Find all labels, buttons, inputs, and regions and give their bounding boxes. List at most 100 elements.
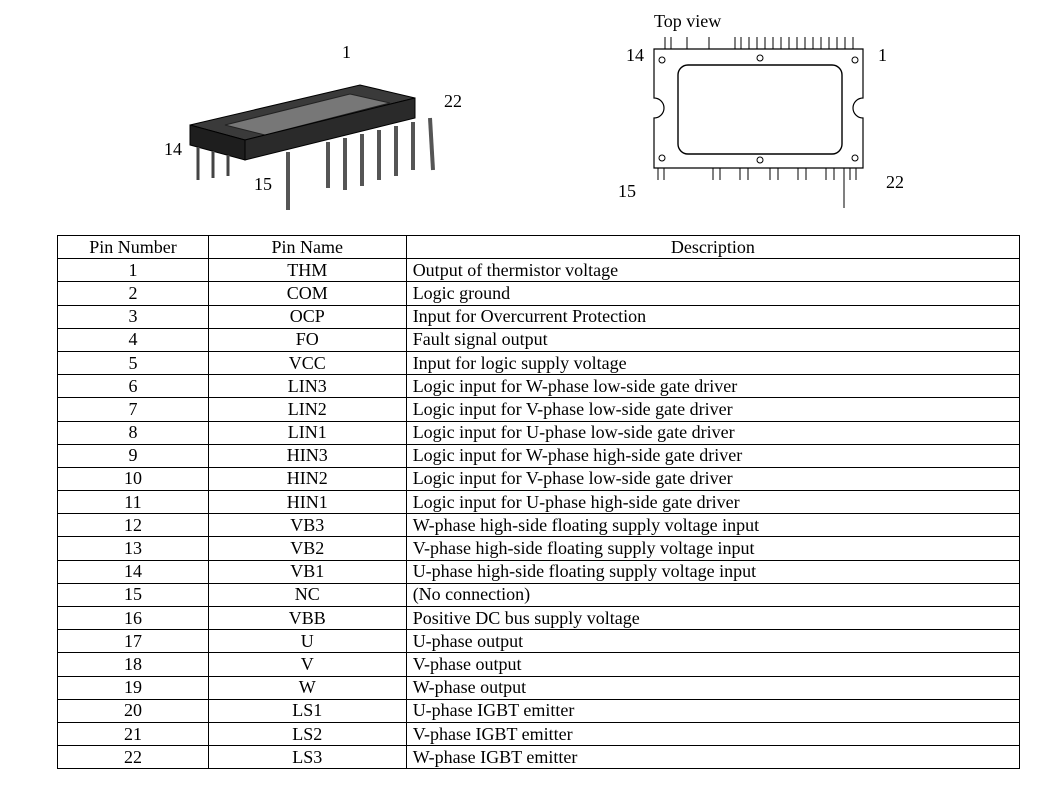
- pin-name-cell: HIN3: [207, 443, 407, 468]
- label-pin14: 14: [164, 139, 182, 159]
- pin-number-cell: 6: [57, 374, 209, 399]
- pin-name-cell: VCC: [207, 350, 407, 376]
- pin-name-cell: HIN1: [207, 490, 407, 515]
- pin-name-cell: COM: [207, 281, 407, 306]
- pin-name-cell: THM: [207, 258, 407, 283]
- description-cell: V-phase IGBT emitter: [405, 721, 1021, 747]
- pin-number-cell: 4: [57, 327, 209, 352]
- pin-number-cell: 15: [57, 582, 209, 608]
- description-cell: Logic input for W-phase low-side gate dr…: [405, 374, 1021, 399]
- description-cell: W-phase high-side floating supply voltag…: [405, 513, 1021, 538]
- pin-name-cell: VB3: [207, 513, 407, 538]
- pin-name-cell: V: [207, 652, 407, 677]
- top-label-pin1: 1: [878, 45, 887, 65]
- pins-left: [196, 147, 230, 180]
- pin-number-cell: 14: [57, 559, 209, 584]
- description-cell: (No connection): [405, 582, 1021, 608]
- top-view-pins-top: [664, 37, 854, 49]
- pin-number-cell: 10: [57, 466, 209, 492]
- pin-number-cell: 19: [57, 675, 209, 700]
- package-body-side: [244, 97, 416, 161]
- pin-number-cell: 13: [57, 536, 209, 561]
- label-pin22: 22: [444, 91, 462, 111]
- pin-name-cell: LS3: [207, 745, 407, 770]
- pin-number-cell: 7: [57, 397, 209, 422]
- pin-name-cell: HIN2: [207, 466, 407, 492]
- description-cell: Input for Overcurrent Protection: [405, 304, 1021, 329]
- pin-name-cell: LIN3: [207, 374, 407, 399]
- header-pin-name: Pin Name: [207, 234, 407, 260]
- description-cell: Logic input for V-phase low-side gate dr…: [405, 466, 1021, 492]
- label-pin15: 15: [254, 174, 272, 194]
- header-pin-number: Pin Number: [57, 234, 209, 260]
- pin-number-cell: 18: [57, 652, 209, 677]
- table-header-row: Pin Number Pin Name Description: [57, 234, 1021, 260]
- pin-name-cell: FO: [207, 327, 407, 352]
- pin-number-cell: 5: [57, 350, 209, 376]
- pin-name-cell: NC: [207, 582, 407, 608]
- package-top-view: Top view 14 1 15 22: [618, 11, 904, 208]
- top-label-pin14: 14: [626, 45, 644, 65]
- pin-number-cell: 20: [57, 698, 209, 723]
- label-pin1: 1: [342, 42, 351, 62]
- description-cell: U-phase output: [405, 629, 1021, 654]
- description-cell: V-phase output: [405, 652, 1021, 677]
- top-view-title: Top view: [654, 11, 721, 31]
- description-cell: Positive DC bus supply voltage: [405, 605, 1021, 631]
- pin-number-cell: 16: [57, 605, 209, 631]
- description-cell: W-phase output: [405, 675, 1021, 700]
- description-cell: V-phase high-side floating supply voltag…: [405, 536, 1021, 561]
- pin-name-cell: U: [207, 629, 407, 654]
- pin-number-cell: 3: [57, 304, 209, 329]
- description-cell: Logic input for W-phase high-side gate d…: [405, 443, 1021, 468]
- description-cell: Logic input for U-phase high-side gate d…: [405, 490, 1021, 515]
- pin-number-cell: 21: [57, 721, 209, 747]
- description-cell: Fault signal output: [405, 327, 1021, 352]
- pin-name-cell: LS1: [207, 698, 407, 723]
- top-view-window: [677, 64, 843, 155]
- pin-number-cell: 1: [57, 258, 209, 283]
- pin-name-cell: LIN2: [207, 397, 407, 422]
- top-view-pins-bottom: [657, 168, 857, 208]
- description-cell: U-phase high-side floating supply voltag…: [405, 559, 1021, 584]
- pin-name-cell: VBB: [207, 605, 407, 631]
- pin-number-cell: 11: [57, 490, 209, 515]
- package-body-window: [224, 93, 391, 136]
- top-label-pin15: 15: [618, 181, 636, 201]
- description-cell: U-phase IGBT emitter: [405, 698, 1021, 723]
- pin-number-cell: 17: [57, 629, 209, 654]
- description-cell: Logic input for U-phase low-side gate dr…: [405, 420, 1021, 445]
- pin-number-cell: 22: [57, 745, 209, 770]
- pin-name-cell: LIN1: [207, 420, 407, 445]
- package-3d-illustration: 1 22 14 15: [164, 42, 462, 210]
- pin-name-cell: VB1: [207, 559, 407, 584]
- pin-name-cell: W: [207, 675, 407, 700]
- top-label-pin22: 22: [886, 172, 904, 192]
- pin-name-cell: OCP: [207, 304, 407, 329]
- pin-name-cell: VB2: [207, 536, 407, 561]
- pins-right: [286, 117, 435, 210]
- pin-name-cell: LS2: [207, 721, 407, 747]
- pin-number-cell: 12: [57, 513, 209, 538]
